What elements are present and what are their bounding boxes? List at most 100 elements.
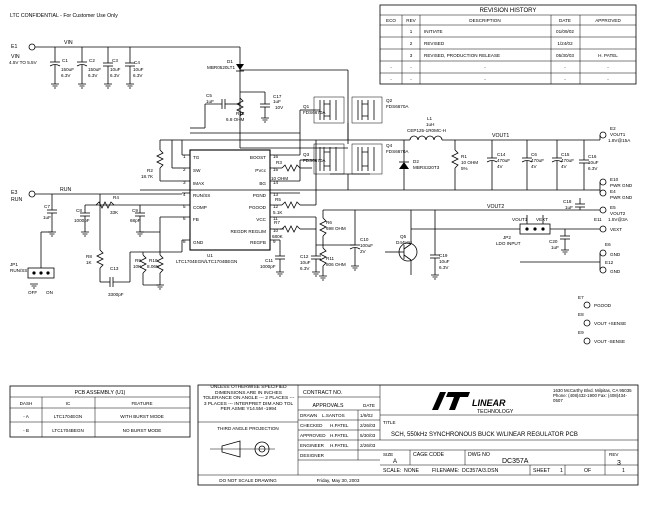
svg-text:Q4: Q4 bbox=[386, 143, 393, 148]
svg-text:L1: L1 bbox=[427, 116, 433, 121]
resistor-r8: R8 1K bbox=[86, 194, 104, 282]
rev-row-4-approved: - bbox=[607, 65, 609, 70]
svg-text:Q1: Q1 bbox=[303, 104, 310, 109]
svg-text:Q2: Q2 bbox=[386, 98, 393, 103]
diode-d1: D1 MBR0520LT1 bbox=[207, 59, 244, 72]
svg-text:68pF: 68pF bbox=[130, 218, 141, 223]
svg-text:OF: OF bbox=[584, 468, 591, 474]
svg-text:C16: C16 bbox=[588, 154, 597, 159]
svg-text:6.3V: 6.3V bbox=[88, 73, 98, 78]
vin-terminal: E1 VIN 4.5V TO 5.5V bbox=[9, 43, 38, 65]
vout2-terminal: E5 VOUT2 1.5V@3A bbox=[599, 205, 629, 222]
svg-text:E1: E1 bbox=[11, 44, 17, 50]
svg-text:DWG NO: DWG NO bbox=[468, 452, 490, 458]
svg-text:VEXT: VEXT bbox=[536, 217, 548, 222]
pgood-terminal: E7 PGOOD bbox=[578, 295, 612, 309]
svg-text:9: 9 bbox=[273, 239, 276, 244]
vin-net-label: VIN bbox=[64, 40, 73, 46]
svg-text:PGND: PGND bbox=[253, 193, 267, 198]
svg-text:JP1: JP1 bbox=[10, 262, 18, 267]
svg-text:14: 14 bbox=[273, 180, 279, 185]
rev-row-4-desc: - bbox=[484, 65, 486, 70]
third-angle-projection-icon bbox=[210, 440, 275, 458]
svg-text:8.06K: 8.06K bbox=[147, 264, 160, 269]
svg-text:6.3V: 6.3V bbox=[133, 73, 143, 78]
jumper-jp2[interactable]: VOUT1 VEXT JP2 LDO INPUT bbox=[496, 217, 551, 246]
mosfet-q4: Q4 FDS6670A bbox=[351, 143, 409, 175]
vout2-net-label: VOUT2 bbox=[487, 204, 504, 210]
svg-text:ON: ON bbox=[46, 290, 53, 295]
drawing-size: A bbox=[393, 459, 397, 465]
svg-text:MBR0520LT1: MBR0520LT1 bbox=[207, 65, 235, 70]
resistor-r11: R11 806 OHM bbox=[319, 245, 346, 281]
svg-text:FDS6670A: FDS6670A bbox=[303, 110, 326, 115]
capacitor-c8: C8 1000pF bbox=[74, 205, 90, 237]
svg-text:E12: E12 bbox=[605, 260, 614, 265]
svg-text:33K: 33K bbox=[110, 210, 119, 215]
vext-terminal: E11 VEXT bbox=[594, 217, 622, 233]
capacitor-c19: C19 10uF 6.3V bbox=[430, 210, 450, 280]
resistor-r5: R5 5.1K bbox=[273, 197, 316, 215]
svg-text:FDS6670A: FDS6670A bbox=[303, 158, 326, 163]
print-date: Friday, May 30, 2003 bbox=[317, 478, 360, 483]
rev-row-3-date: 05/30/03 bbox=[556, 53, 574, 58]
svg-text:8: 8 bbox=[183, 239, 186, 244]
svg-text:R9: R9 bbox=[135, 258, 141, 263]
svg-text:150uF: 150uF bbox=[88, 67, 101, 72]
assembly-title: PCB ASSEMBLY (U1) bbox=[75, 390, 126, 396]
rev-row-1-date: 01/09/02 bbox=[556, 29, 574, 34]
svg-text:2V: 2V bbox=[360, 249, 367, 254]
svg-text:1000pF: 1000pF bbox=[74, 218, 90, 223]
svg-text:10uF: 10uF bbox=[588, 160, 599, 165]
svg-text:E7: E7 bbox=[578, 295, 584, 300]
svg-text:100uF: 100uF bbox=[360, 243, 373, 248]
svg-text:LTC1704EGN/LTC1704BEGN: LTC1704EGN/LTC1704BEGN bbox=[176, 259, 237, 264]
svg-text:BG: BG bbox=[259, 181, 266, 186]
rev-row-3-rev: 3 bbox=[410, 53, 413, 58]
svg-text:E2: E2 bbox=[610, 126, 616, 131]
capacitor-c12: C12 10uF 6.3V bbox=[300, 229, 321, 277]
jumper-jp1[interactable]: JP1 RUN/SS OFF ON bbox=[10, 231, 55, 295]
svg-text:6.3V: 6.3V bbox=[61, 73, 71, 78]
svg-text:R8: R8 bbox=[86, 254, 92, 259]
rev-row-2-rev: 2 bbox=[410, 41, 413, 46]
resistor-r7: R7 680K bbox=[272, 220, 316, 239]
svg-text:D1: D1 bbox=[227, 59, 233, 64]
rev-row-3-approved: H. PATEL bbox=[598, 53, 618, 58]
svg-text:PWR GND: PWR GND bbox=[610, 195, 633, 200]
svg-text:10V: 10V bbox=[275, 105, 284, 110]
svg-text:470uF: 470uF bbox=[561, 158, 574, 163]
capacitor-c11: C11 1000pF bbox=[260, 240, 285, 277]
rev-row-1-desc: INITIATE bbox=[424, 29, 443, 34]
svg-text:IC: IC bbox=[66, 401, 71, 406]
drawing-title: SCH, 550kHz SYNCHRONOUS BUCK W/LINEAR RE… bbox=[391, 432, 578, 438]
svg-text:REV: REV bbox=[609, 452, 619, 457]
controller-ic-u1: TG SW IMAX RUN/SS COMP FB GND 1 2 3 4 5 … bbox=[176, 149, 279, 264]
svg-text:COMP: COMP bbox=[193, 205, 207, 210]
run-terminal: E3 RUN bbox=[11, 190, 36, 203]
svg-text:4V: 4V bbox=[561, 164, 568, 169]
rev-row-4-rev: - bbox=[410, 65, 412, 70]
svg-text:ENGINEER: ENGINEER bbox=[300, 443, 325, 448]
vout1-terminal: E2 VOUT1 1.8V@15A bbox=[599, 126, 631, 143]
svg-text:R12: R12 bbox=[236, 111, 245, 116]
rev-col-eco: ECO bbox=[386, 18, 396, 23]
svg-text:LTC1704BEGN: LTC1704BEGN bbox=[52, 428, 84, 433]
svg-text:GND: GND bbox=[610, 252, 621, 257]
title-block: UNLESS OTHERWISE SPECIFIED DIMENSIONS AR… bbox=[197, 384, 639, 486]
svg-text:4: 4 bbox=[183, 192, 186, 197]
svg-text:RUN/SS: RUN/SS bbox=[10, 268, 27, 273]
svg-text:10 OHM: 10 OHM bbox=[271, 176, 288, 181]
mosfet-q3: Q3 FDS6670A bbox=[303, 143, 345, 175]
svg-text:R2: R2 bbox=[147, 168, 153, 173]
no-scale-notice: DO NOT SCALE DRAWING bbox=[219, 478, 277, 483]
svg-text:806 OHM: 806 OHM bbox=[326, 262, 346, 267]
svg-text:D2: D2 bbox=[413, 159, 419, 164]
svg-text:1K: 1K bbox=[86, 260, 93, 265]
confidential-notice: LTC CONFIDENTIAL - For Customer Use Only bbox=[10, 13, 118, 19]
svg-text:VOUT1: VOUT1 bbox=[512, 217, 528, 222]
svg-text:GND: GND bbox=[610, 269, 621, 274]
svg-text:DRAWN: DRAWN bbox=[300, 413, 317, 418]
svg-text:R11: R11 bbox=[326, 256, 335, 261]
svg-text:DASH: DASH bbox=[20, 401, 33, 406]
